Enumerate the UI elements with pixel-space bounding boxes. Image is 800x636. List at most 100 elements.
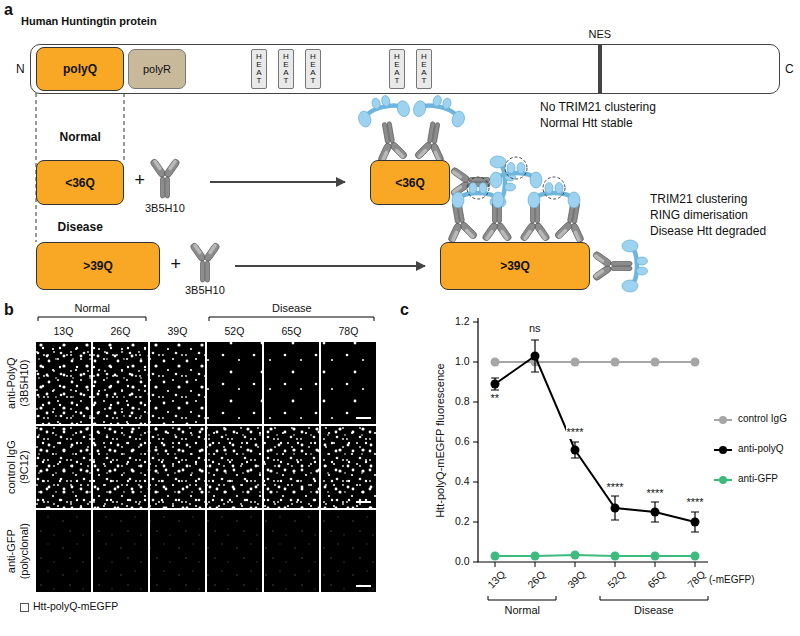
node-label: HEAT — [255, 53, 263, 85]
column-header: 65Q — [282, 325, 302, 338]
column-header: 13Q — [54, 325, 74, 338]
outcome-note: Normal Htt stable — [540, 116, 633, 130]
plus-sign: + — [171, 254, 182, 276]
node-label: polyQ — [63, 62, 97, 76]
terminus-label: C — [785, 62, 794, 76]
chart-label: Disease — [634, 604, 674, 617]
axis-tick-label: 39Q — [565, 568, 588, 591]
outcome-note: TRIM21 clustering — [650, 192, 747, 206]
axis-tick-label: 0.0 — [455, 555, 470, 568]
legend-label: Htt-polyQ-mEGFP — [33, 600, 118, 613]
polyr-domain: polyR — [128, 49, 186, 89]
node-label: <36Q — [395, 176, 425, 190]
heat-domain: HEAT — [389, 49, 405, 89]
panel-letter: b — [4, 300, 14, 319]
group-label: Disease — [272, 302, 312, 315]
micrograph-row — [36, 426, 376, 508]
significance-mark: **** — [686, 496, 705, 509]
chart-label: Normal — [505, 604, 540, 617]
significance-mark: ns — [529, 322, 541, 335]
ring-dimer-circle — [467, 157, 565, 199]
legend-sample — [714, 416, 732, 484]
axis-tick-label: 0.2 — [455, 515, 470, 528]
terminus-label: N — [16, 62, 25, 76]
axis-tick-label: 0.8 — [455, 395, 470, 408]
column-header: 39Q — [168, 325, 188, 338]
group-label: Normal — [60, 130, 101, 144]
axis-tick-label: 13Q — [485, 568, 508, 591]
outcome-note: RING dimerisation — [650, 208, 748, 222]
domain-art — [36, 45, 602, 242]
outcome-note: Disease Htt degraded — [650, 224, 766, 238]
row-label: control IgG (9C12) — [5, 427, 31, 507]
column-header: 26Q — [111, 325, 131, 338]
micrograph-row — [36, 342, 376, 424]
significance-mark: **** — [606, 481, 625, 494]
micrograph-grid — [36, 317, 376, 592]
node-label: HEAT — [282, 53, 290, 85]
significance-mark: **** — [566, 426, 585, 439]
axis-tick-label: 78Q — [685, 568, 708, 591]
row-label: anti-GFP (polyclonal) — [5, 511, 31, 591]
axis-tick-label: 0.4 — [455, 475, 470, 488]
group-bracket — [38, 317, 374, 321]
group-label: Normal — [75, 302, 110, 315]
protein-title: Human Huntingtin protein — [21, 15, 157, 27]
legend-label: anti-GFP — [738, 473, 778, 485]
node-label: HEAT — [420, 53, 428, 85]
gfp-series — [491, 551, 700, 561]
heat-domain: HEAT — [251, 49, 267, 89]
heat-domain: HEAT — [305, 49, 321, 89]
antibody-label: 3B5H10 — [185, 284, 225, 297]
significance-mark: ** — [490, 392, 501, 405]
column-header: 52Q — [225, 325, 245, 338]
polyq-box: >39Q — [36, 242, 160, 290]
node-label: polyR — [143, 63, 171, 75]
node-label: HEAT — [393, 53, 401, 85]
axis-tick-label: 0.6 — [455, 435, 470, 448]
axis-tick-label: 52Q — [605, 568, 628, 591]
heat-domain: HEAT — [416, 49, 432, 89]
heat-domain: HEAT — [278, 49, 294, 89]
plus-sign: + — [135, 170, 146, 192]
polyq-series — [491, 340, 700, 532]
group-bracket — [488, 596, 708, 600]
legend-swatch — [20, 603, 29, 612]
node-label: HEAT — [309, 53, 317, 85]
group-label: Disease — [58, 220, 103, 234]
legend-label: control IgG — [738, 413, 787, 425]
polyq-box: >39Q — [440, 242, 590, 290]
outcome-note: No TRIM21 clustering — [540, 100, 656, 114]
node-label: >39Q — [500, 259, 530, 273]
process-arrow — [235, 265, 425, 267]
panel-letter: c — [400, 300, 409, 319]
chart-label: (-mEGFP) — [709, 574, 755, 586]
scale-bar — [356, 418, 371, 586]
axis-tick — [473, 322, 695, 567]
legend-label: anti-polyQ — [738, 443, 784, 455]
axis-tick-label: 26Q — [525, 568, 548, 591]
antibody-label: 3B5H10 — [145, 202, 185, 215]
antibody-illustration — [150, 90, 648, 292]
polyq-box: <36Q — [36, 160, 124, 205]
process-arrow — [210, 181, 345, 183]
axis-title: Htt-polyQ-mEGFP fluorescence — [434, 363, 447, 517]
node-label: <36Q — [65, 176, 95, 190]
chart-axis — [478, 318, 708, 562]
polyq-domain: polyQ — [36, 47, 124, 91]
axis-tick-label: 1.2 — [455, 315, 470, 328]
column-header: 78Q — [339, 325, 359, 338]
nes-bar — [598, 45, 602, 93]
panel-letter: a — [4, 0, 13, 19]
axis-tick-label: 65Q — [645, 568, 668, 591]
axis-tick-label: 1.0 — [455, 355, 470, 368]
micrograph-row — [36, 510, 376, 592]
nes-label: NES — [589, 28, 612, 41]
node-label: >39Q — [83, 259, 113, 273]
row-label: anti-PolyQ (3B5H10) — [5, 343, 31, 423]
zoom-dashed-line — [36, 93, 124, 242]
polyq-box: <36Q — [370, 160, 450, 205]
significance-mark: **** — [646, 487, 665, 500]
line-chart — [473, 318, 732, 600]
